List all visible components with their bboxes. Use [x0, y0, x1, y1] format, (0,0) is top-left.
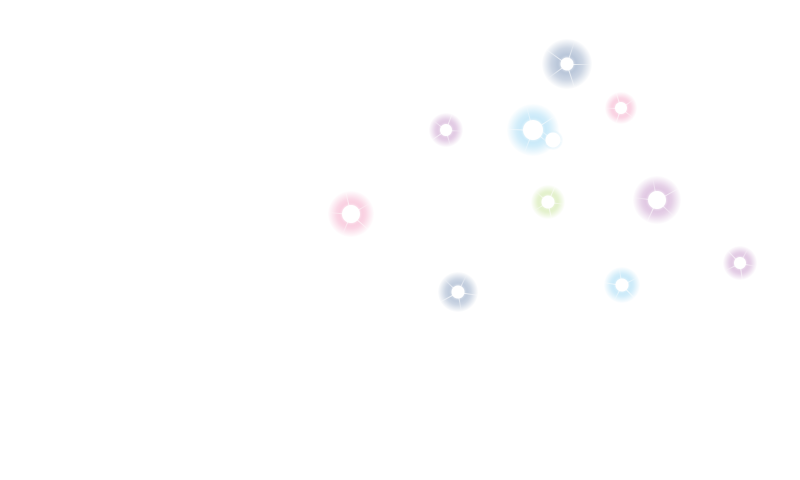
sparkle-ray — [567, 64, 592, 65]
sparkle-core — [523, 120, 543, 140]
sparkle-core — [560, 57, 574, 71]
sparkle-core — [342, 205, 360, 223]
sparkle-core — [615, 278, 629, 292]
sparkle-core — [541, 195, 555, 209]
sparkle-core — [648, 191, 666, 209]
sparkle-core — [545, 132, 561, 148]
sparkle-core — [615, 102, 627, 114]
sparkle-core — [440, 124, 452, 136]
sparkle-core — [734, 257, 746, 269]
sparkle-core — [451, 285, 465, 299]
